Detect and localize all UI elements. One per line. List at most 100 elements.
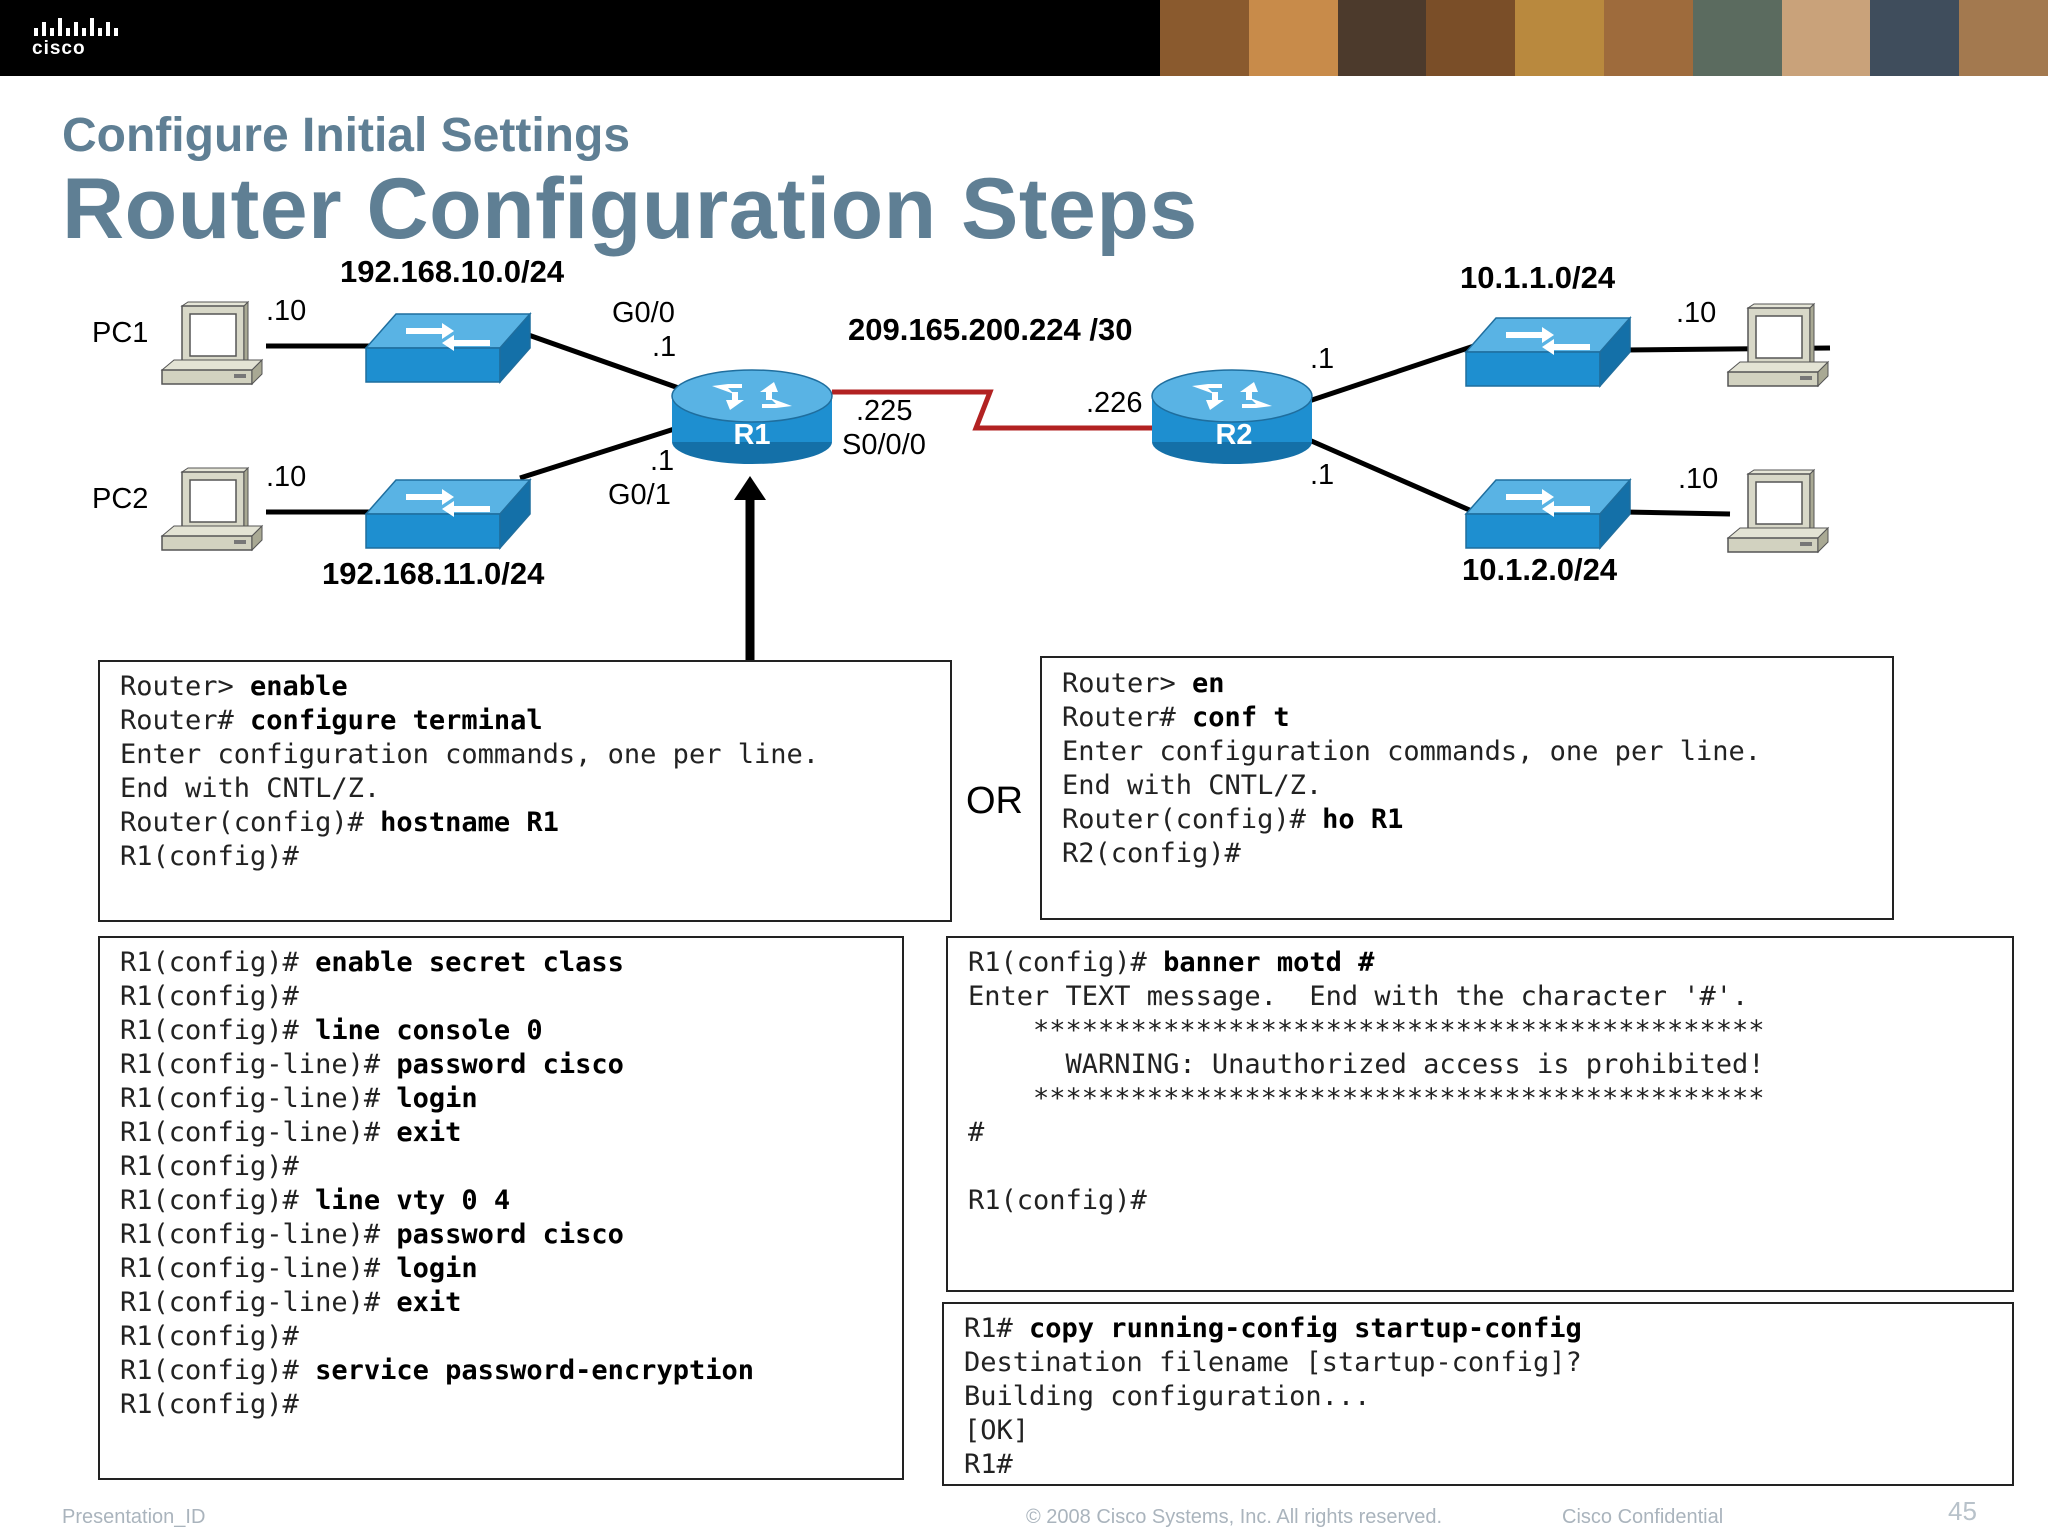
terminal-line: Router> enable bbox=[120, 671, 348, 702]
terminal-prompt: # bbox=[968, 1117, 985, 1148]
r1-s000-label: S0/0/0 bbox=[842, 429, 926, 461]
switch-right-top-icon bbox=[1465, 317, 1631, 387]
r1-arrow bbox=[734, 476, 766, 660]
terminal-line: Building configuration... bbox=[964, 1381, 1370, 1412]
header-photo-strip bbox=[1160, 0, 2048, 76]
terminal-line: R1(config)# bbox=[120, 841, 299, 872]
terminal-command: line vty 0 4 bbox=[315, 1185, 511, 1216]
terminal-line: R1(config)# bbox=[120, 981, 299, 1012]
switch-left-top-icon bbox=[365, 313, 531, 383]
terminal-line: R1(config)# banner motd # bbox=[968, 947, 1374, 978]
terminal-line: R1(config-line)# login bbox=[120, 1253, 478, 1284]
switch-left-bottom-icon bbox=[365, 479, 531, 549]
terminal-prompt: ****************************************… bbox=[968, 1083, 1765, 1114]
terminal-line: R1(config)# bbox=[120, 1151, 299, 1182]
terminal-line: R1(config)# service password-encryption bbox=[120, 1355, 754, 1386]
terminal-prompt: Enter configuration commands, one per li… bbox=[120, 739, 819, 770]
terminal-line: R1(config)# bbox=[120, 1321, 299, 1352]
terminal-text-hostname-short: Router> en Router# conf t Enter configur… bbox=[1062, 667, 1761, 871]
terminal-prompt: R1(config-line)# bbox=[120, 1219, 397, 1250]
terminal-line: Router(config)# ho R1 bbox=[1062, 804, 1403, 835]
page-number: 45 bbox=[1948, 1496, 1977, 1526]
terminal-prompt: [OK] bbox=[964, 1415, 1030, 1446]
terminal-command: login bbox=[396, 1083, 478, 1114]
terminal-box-hostname-short bbox=[1040, 656, 1894, 920]
r2-bottom-host-label: .1 bbox=[1310, 459, 1334, 491]
pc1-label: PC1 bbox=[92, 317, 148, 349]
net-left-top-label: 192.168.10.0/24 bbox=[340, 254, 565, 289]
terminal-line: Enter configuration commands, one per li… bbox=[120, 739, 819, 770]
terminal-line: R1(config-line)# login bbox=[120, 1083, 478, 1114]
terminal-command: password cisco bbox=[396, 1219, 624, 1250]
ethernet-links bbox=[266, 329, 1831, 517]
terminal-line: Enter configuration commands, one per li… bbox=[1062, 736, 1761, 767]
terminal-line: R1(config-line)# exit bbox=[120, 1117, 461, 1148]
terminal-line: R2(config)# bbox=[1062, 838, 1241, 869]
terminal-prompt: Router# bbox=[120, 705, 251, 736]
terminal-line: R1(config-line)# password cisco bbox=[120, 1219, 624, 1250]
terminal-prompt: R1(config-line)# bbox=[120, 1083, 397, 1114]
r1-g00-host-label: .1 bbox=[652, 331, 676, 363]
terminal-line: R1# copy running-config startup-config bbox=[964, 1313, 1582, 1344]
terminal-line: R1(config)# enable secret class bbox=[120, 947, 624, 978]
terminal-text-hostname-long: Router> enable Router# configure termina… bbox=[120, 670, 819, 874]
terminal-line: WARNING: Unauthorized access is prohibit… bbox=[968, 1049, 1765, 1080]
terminal-line: Destination filename [startup-config]? bbox=[964, 1347, 1582, 1378]
terminal-box-banner bbox=[946, 936, 2014, 1292]
terminal-prompt: Enter configuration commands, one per li… bbox=[1062, 736, 1761, 767]
pc1-icon bbox=[161, 301, 263, 385]
terminal-line: R1(config)# bbox=[120, 1389, 299, 1420]
terminal-line: Router# configure terminal bbox=[120, 705, 543, 736]
terminal-prompt: ****************************************… bbox=[968, 1015, 1765, 1046]
terminal-box-passwords bbox=[98, 936, 904, 1480]
r1-s000-host-label: .225 bbox=[856, 395, 912, 427]
terminal-command: configure terminal bbox=[250, 705, 543, 736]
switch-right-bottom-icon bbox=[1465, 479, 1631, 549]
terminal-line: End with CNTL/Z. bbox=[120, 773, 380, 804]
terminal-command: exit bbox=[396, 1117, 462, 1148]
terminal-command: copy running-config startup-config bbox=[1029, 1313, 1582, 1344]
r2-top-host-label: .1 bbox=[1310, 343, 1334, 375]
terminal-command: enable bbox=[250, 671, 348, 702]
terminal-prompt: Router(config)# bbox=[1062, 804, 1323, 835]
terminal-prompt: End with CNTL/Z. bbox=[120, 773, 381, 804]
wan-serial-link bbox=[832, 389, 1160, 431]
r1-label: R1 bbox=[733, 419, 770, 451]
terminal-prompt: R1# bbox=[964, 1449, 1013, 1480]
terminal-prompt: Enter TEXT message. End with the charact… bbox=[968, 981, 1749, 1012]
footer-confidential: Cisco Confidential bbox=[1562, 1506, 1724, 1528]
terminal-line: R1(config)# bbox=[968, 1185, 1147, 1216]
terminal-line: Enter TEXT message. End with the charact… bbox=[968, 981, 1748, 1012]
pc-right-top-icon bbox=[1727, 303, 1829, 387]
footer-copyright: © 2008 Cisco Systems, Inc. All rights re… bbox=[1026, 1506, 1443, 1528]
slide-title: Router Configuration Steps bbox=[62, 161, 1198, 257]
pc2-icon bbox=[161, 467, 263, 551]
terminal-line: R1(config)# line console 0 bbox=[120, 1015, 543, 1046]
terminal-prompt: R2(config)# bbox=[1062, 838, 1241, 869]
terminal-prompt: Router(config)# bbox=[120, 807, 381, 838]
cisco-logo-icon bbox=[34, 18, 118, 36]
terminal-command: line console 0 bbox=[315, 1015, 543, 1046]
terminal-command: login bbox=[396, 1253, 478, 1284]
footer-presentation-id: Presentation_ID bbox=[62, 1506, 206, 1528]
net-right-bottom-label: 10.1.2.0/24 bbox=[1462, 552, 1618, 587]
terminal-line: ****************************************… bbox=[968, 1015, 1765, 1046]
terminal-prompt: WARNING: Unauthorized access is prohibit… bbox=[968, 1049, 1765, 1080]
net-right-top-label: 10.1.1.0/24 bbox=[1460, 260, 1616, 295]
pc2-host-label: .10 bbox=[266, 461, 306, 493]
or-label: OR bbox=[966, 780, 1023, 822]
terminal-prompt: R1(config)# bbox=[120, 947, 316, 978]
terminal-line: R1(config-line)# exit bbox=[120, 1287, 461, 1318]
terminal-prompt: R1(config)# bbox=[968, 947, 1164, 978]
network-topology-diagram: R1 R2 PC1 PC2 .10 .10 192.168.10.0/24 19… bbox=[92, 254, 1831, 660]
terminal-command: en bbox=[1192, 668, 1225, 699]
terminal-command: hostname R1 bbox=[380, 807, 559, 838]
terminal-line: # bbox=[968, 1117, 984, 1148]
terminal-prompt: Router> bbox=[1062, 668, 1193, 699]
terminal-prompt: R1(config-line)# bbox=[120, 1287, 397, 1318]
terminal-command: service password-encryption bbox=[315, 1355, 754, 1386]
terminal-prompt: R1(config)# bbox=[120, 1015, 316, 1046]
terminal-prompt: R1(config)# bbox=[120, 841, 299, 872]
terminal-line: R1# bbox=[964, 1449, 1013, 1480]
terminal-command: password cisco bbox=[396, 1049, 624, 1080]
